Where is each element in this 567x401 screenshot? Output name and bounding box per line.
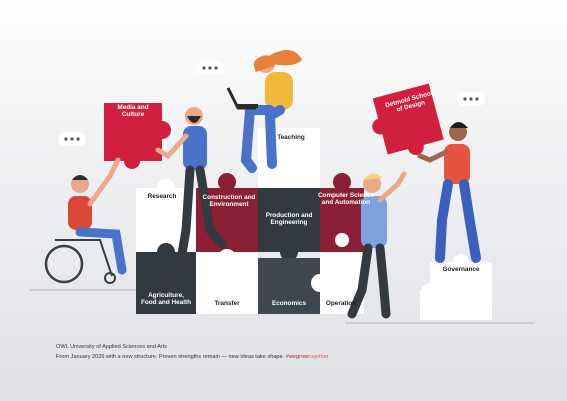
transfer-label: Transfer xyxy=(214,300,240,307)
person-wheelchair xyxy=(44,157,127,284)
person-right xyxy=(417,122,481,263)
person-blonde xyxy=(347,171,407,319)
research-label: Research xyxy=(147,193,177,200)
person-laptop xyxy=(226,50,302,173)
production-piece xyxy=(258,188,320,252)
research-tab xyxy=(157,179,175,197)
speech-bubble-right xyxy=(457,92,485,106)
media-piece xyxy=(104,103,171,169)
caption-text-line: From January 2026 with a new structure. … xyxy=(56,354,329,360)
operation-tab xyxy=(311,274,329,292)
detmold-piece xyxy=(372,83,444,155)
production-label: Production and Engineering xyxy=(265,212,313,227)
computer-tab xyxy=(333,173,351,191)
transfer-tab xyxy=(218,249,236,267)
economics-piece xyxy=(258,258,320,314)
extra-white-piece xyxy=(420,290,450,320)
computer-label: Computer Science and Automation xyxy=(317,192,375,207)
person-beard xyxy=(155,107,227,295)
agriculture-piece xyxy=(136,252,196,314)
operation-label: Operation xyxy=(325,300,357,307)
production-tab xyxy=(280,243,298,261)
agriculture-label: Agriculture, Food and Health xyxy=(140,292,192,307)
caption-text: From January 2026 with a new structure. … xyxy=(56,354,285,360)
hashtag-wegrow: #wegrow xyxy=(285,354,309,360)
media-label: Media and Culture xyxy=(117,104,149,119)
construction-tab xyxy=(218,173,236,191)
hashtag-together: together xyxy=(308,354,329,360)
caption-title: OWL University of Applied Sciences and A… xyxy=(56,344,168,350)
governance-tab-top xyxy=(453,254,469,270)
construction-label: Construction and Environment xyxy=(202,194,256,209)
teaching-label: Teaching xyxy=(277,134,305,141)
economics-label: Economics xyxy=(271,300,307,307)
computer-notch xyxy=(335,233,349,247)
speech-bubble-center xyxy=(196,61,224,75)
speech-bubble-left xyxy=(58,132,86,146)
agriculture-tab xyxy=(157,243,175,261)
governance-label: Governance xyxy=(442,266,480,273)
